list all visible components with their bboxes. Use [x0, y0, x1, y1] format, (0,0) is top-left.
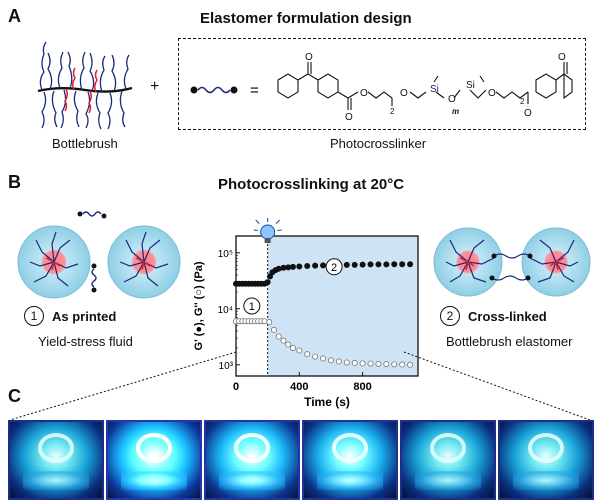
y-tick-label: 10⁴	[218, 305, 233, 316]
plot-uv-region	[267, 236, 418, 376]
region-marker	[325, 258, 343, 276]
panel-b-heading: Photocrosslinking at 20°C	[218, 176, 405, 193]
equals-sign: =	[250, 82, 259, 99]
print-photo-4	[302, 420, 398, 500]
y-axis-label: G' (●), G'' (○) (Pa)	[193, 261, 205, 350]
storage-modulus-point	[359, 261, 366, 268]
loss-modulus-point	[261, 318, 268, 325]
photocrosslinker-structure: = O O O O O O O	[190, 52, 573, 123]
modulus-chart: 0 400 800 10³ 10⁴ 10⁵ 1 2 Time (s) G' (●), G'…	[193, 218, 419, 409]
loss-modulus-point	[383, 361, 390, 368]
formula-o2: O	[345, 112, 353, 123]
loss-modulus-point	[275, 333, 282, 340]
panel-a-heading: Elastomer formulation design	[200, 10, 412, 27]
state2-label-row: 2 Cross-linked	[440, 306, 547, 326]
loss-modulus-point	[327, 357, 334, 364]
y-tick-label: 10⁵	[218, 249, 233, 260]
loss-modulus-point	[266, 319, 273, 326]
formula-sub2a: 2	[390, 107, 395, 116]
storage-modulus-point	[351, 261, 358, 268]
storage-modulus-point	[343, 261, 350, 268]
loss-modulus-point	[270, 326, 277, 333]
state1-number: 1	[24, 306, 44, 326]
storage-modulus-point	[320, 262, 327, 269]
bottlebrush-label: Bottlebrush	[52, 136, 118, 151]
loss-modulus-point	[296, 347, 303, 354]
storage-modulus-point	[399, 261, 406, 268]
storage-modulus-point	[312, 262, 319, 269]
loss-modulus-point	[280, 337, 287, 344]
print-photo-3	[204, 420, 300, 500]
x-tick-label: 0	[233, 381, 239, 393]
x-tick-label: 400	[290, 381, 308, 393]
loss-modulus-point	[285, 341, 292, 348]
loss-modulus-point	[375, 360, 382, 367]
region-label: 1	[249, 301, 255, 313]
storage-modulus-point	[296, 263, 303, 270]
photocrosslinker-label: Photocrosslinker	[330, 136, 427, 151]
state2-label: Cross-linked	[468, 308, 547, 324]
uv-lamp-icon	[253, 218, 282, 243]
formula-si1: Si	[430, 84, 439, 95]
storage-modulus-point	[407, 261, 414, 268]
formula-o4: O	[400, 88, 408, 99]
formula-o1: O	[305, 52, 313, 63]
photocrosslinker-box	[178, 38, 586, 130]
plot-frame	[235, 235, 419, 377]
loss-modulus-point	[335, 358, 342, 365]
loss-modulus-point	[320, 355, 327, 362]
panel-c-letter: C	[8, 386, 21, 406]
y-tick-label: 10³	[219, 361, 234, 372]
crosslinker-icon	[190, 86, 238, 94]
cross-linked-diagram	[433, 227, 591, 297]
as-printed-diagram	[17, 211, 181, 299]
formula-sub2b: 2	[520, 97, 525, 106]
state1-label-row: 1 As printed	[24, 306, 116, 326]
loss-modulus-point	[289, 344, 296, 351]
print-photo-2	[106, 420, 202, 500]
state1-description: Yield-stress fluid	[38, 334, 133, 349]
storage-modulus-point	[367, 261, 374, 268]
storage-modulus-point	[391, 261, 398, 268]
print-photo-6	[498, 420, 594, 500]
storage-modulus-point	[383, 261, 390, 268]
loss-modulus-point	[391, 361, 398, 368]
formula-o6: O	[488, 88, 496, 99]
state1-label: As printed	[52, 308, 117, 324]
storage-modulus-point	[304, 263, 311, 270]
print-photo-1	[8, 420, 104, 500]
formula-o7: O	[524, 108, 532, 119]
formula-o3: O	[360, 88, 368, 99]
storage-modulus-point	[375, 261, 382, 268]
storage-modulus-point	[264, 279, 271, 286]
loss-modulus-point	[359, 360, 366, 367]
x-axis-label: Time (s)	[304, 395, 350, 409]
x-tick-label: 800	[353, 381, 371, 393]
formula-o8: O	[558, 52, 566, 63]
plus-sign: +	[150, 78, 160, 95]
state2-number: 2	[440, 306, 460, 326]
panel-b-letter: B	[8, 172, 21, 192]
region-marker	[243, 297, 261, 315]
state2-description: Bottlebrush elastomer	[446, 334, 573, 349]
bottlebrush-diagram	[37, 41, 133, 130]
storage-modulus-point	[289, 263, 296, 270]
formula-si2: Si	[466, 80, 475, 91]
loss-modulus-point	[312, 353, 319, 360]
formula-o5: O	[448, 94, 456, 105]
loss-modulus-point	[399, 361, 406, 368]
loss-modulus-point	[407, 361, 414, 368]
loss-modulus-point	[343, 359, 350, 366]
loss-modulus-point	[304, 351, 311, 358]
print-photo-5	[400, 420, 496, 500]
panel-a-letter: A	[8, 6, 21, 26]
loss-modulus-point	[367, 360, 374, 367]
loss-modulus-point	[351, 359, 358, 366]
storage-modulus-point	[275, 265, 282, 272]
region-label: 2	[331, 262, 337, 274]
formula-subm: m	[452, 107, 459, 116]
